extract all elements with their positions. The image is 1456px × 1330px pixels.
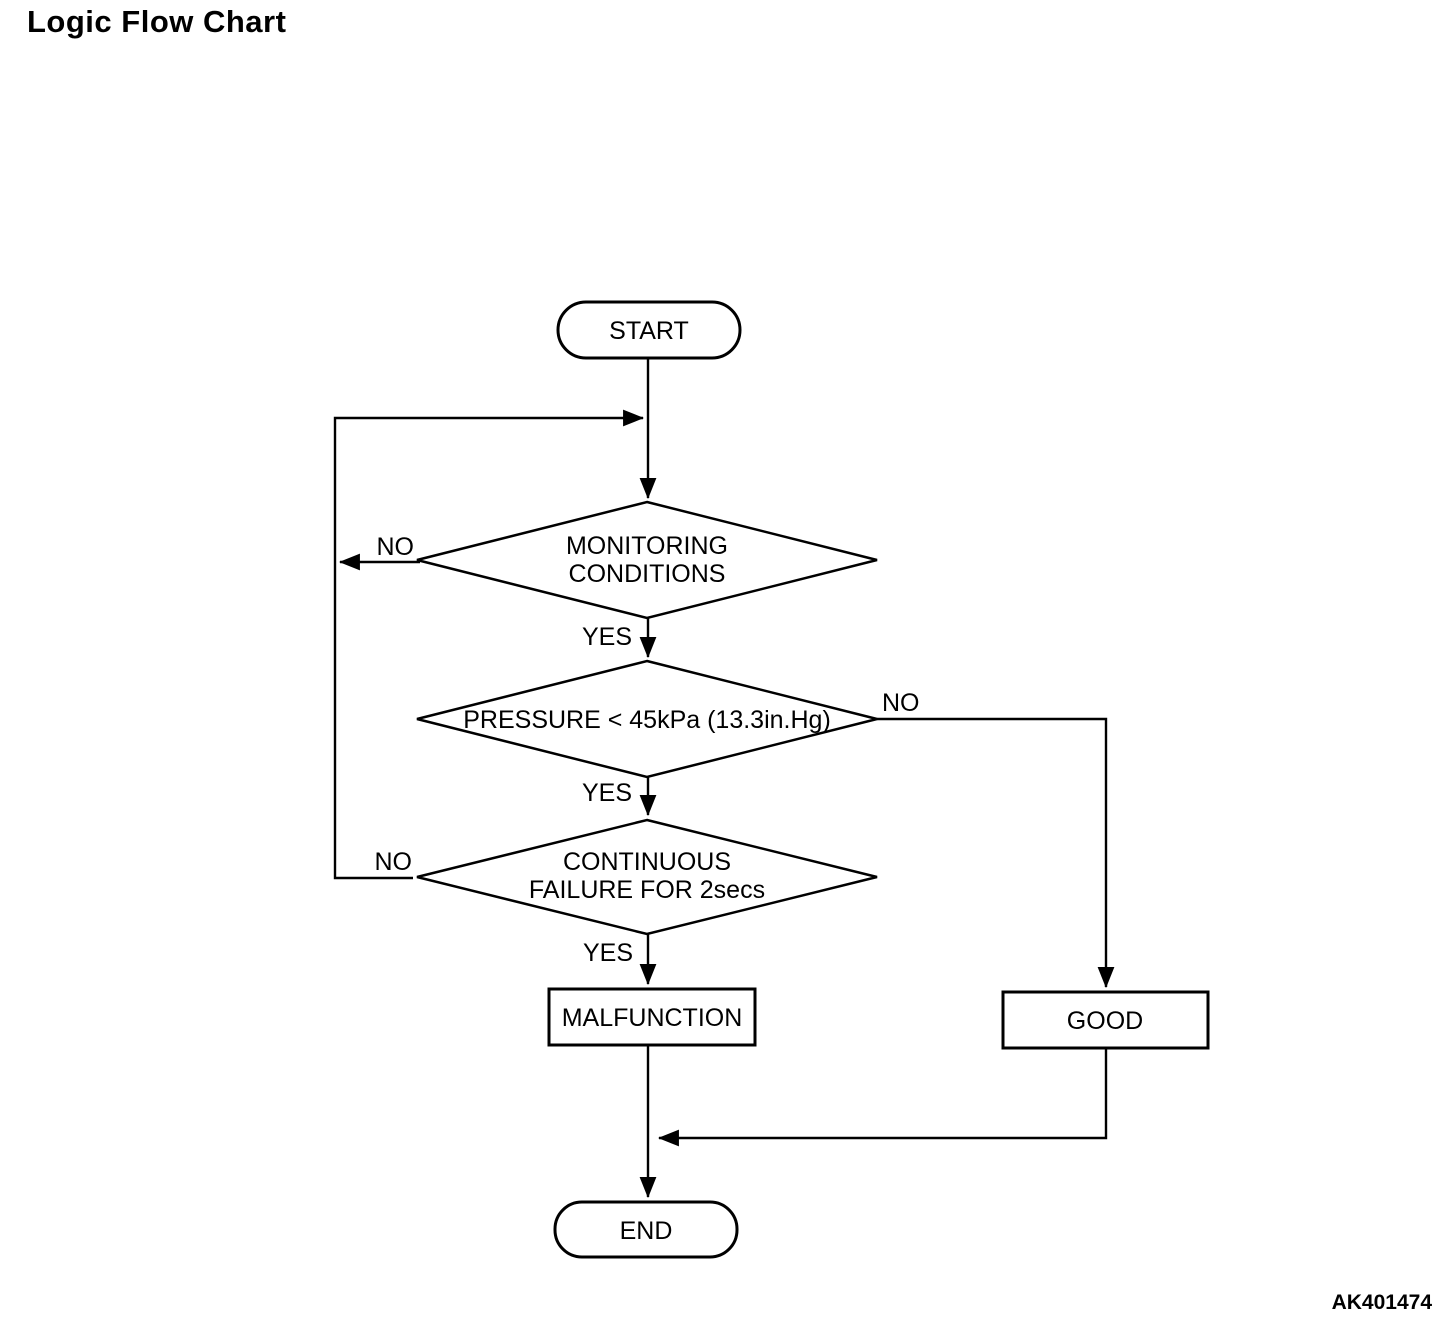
monitoring-no-label: NO [377,533,415,561]
pressure-no-label: NO [882,689,920,717]
continuous-yes-label: YES [583,939,633,967]
edge-good-to-end [657,1048,1108,1147]
continuous-decision-shape [416,818,878,936]
start-node-label: START [609,317,689,345]
good-process-shape [1001,990,1210,1050]
malfunction-process-shape [547,987,757,1047]
monitoring-label-line1: MONITORING [566,532,728,560]
continuous-no-label: NO [375,848,413,876]
monitoring-yes-label: YES [582,623,632,651]
end-node-shape [553,1200,739,1259]
good-node-label: GOOD [1067,1007,1143,1035]
figure-code: AK401474 [1331,1291,1432,1314]
pressure-yes-label: YES [582,779,632,807]
continuous-label-line1: CONTINUOUS [563,848,731,876]
monitoring-decision-shape [416,500,878,620]
page-title: Logic Flow Chart [27,4,287,39]
pressure-label: PRESSURE < 45kPa (13.3in.Hg) [463,706,831,734]
start-node-shape [556,300,742,360]
monitoring-label-line2: CONDITIONS [569,560,726,588]
edge-pressure-no [877,717,1115,989]
end-node-label: END [620,1217,673,1245]
pressure-decision-shape [416,659,878,779]
malfunction-node-label: MALFUNCTION [562,1004,743,1032]
edge-continuous-no-loop [333,409,645,880]
continuous-label-line2: FAILURE FOR 2secs [529,876,765,904]
